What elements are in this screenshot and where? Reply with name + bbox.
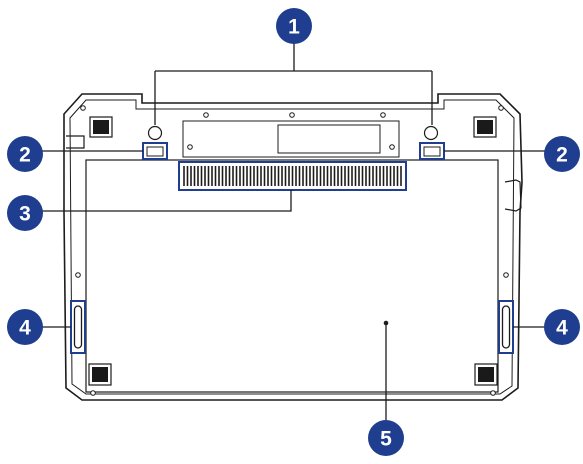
callout-number: 2 (19, 144, 31, 167)
leader-lines (42, 42, 545, 420)
speaker-left (70, 300, 86, 354)
side-port-left (66, 135, 85, 149)
speakers (70, 300, 514, 354)
callouts: 1 2 2 3 4 4 5 (7, 8, 580, 456)
vent-slats (183, 166, 402, 186)
callout-circle (7, 136, 43, 172)
callout-circle (368, 420, 404, 456)
rubber-feet (88, 116, 498, 386)
callout-circle (544, 136, 580, 172)
screw (187, 144, 193, 150)
screw (75, 272, 81, 278)
rubber-foot-bottom-right-core (478, 367, 494, 382)
speaker-left-grille (73, 305, 83, 349)
air-vent-right-inner (423, 146, 441, 157)
round-pad-left (147, 125, 163, 141)
callout-number: 1 (288, 16, 300, 39)
callout-2-left: 2 (7, 136, 43, 172)
round-pad-right (423, 125, 439, 141)
callout-number: 2 (556, 144, 568, 167)
screw (80, 105, 86, 111)
inner-shell (69, 99, 515, 395)
leader-line-3 (42, 190, 292, 212)
speaker-right-grille (501, 305, 511, 349)
screw (380, 112, 386, 118)
side-latch-right (504, 179, 522, 212)
label-plate (277, 124, 381, 154)
callout-5: 5 (368, 420, 404, 456)
screw (389, 144, 395, 150)
screw (289, 112, 295, 118)
round-pads (147, 125, 439, 141)
callout-number: 4 (19, 317, 31, 340)
callout-circle (7, 309, 43, 345)
callout-number: 3 (19, 203, 31, 226)
screw (490, 390, 496, 396)
callout-circle (7, 195, 43, 231)
rubber-foot-top-left-core (93, 120, 109, 134)
screws (75, 105, 509, 396)
callout-1: 1 (276, 8, 312, 44)
rubber-foot-top-right-core (477, 120, 493, 134)
rubber-foot-bottom-left-core (92, 367, 108, 382)
screw (203, 112, 209, 118)
callout-number: 5 (380, 428, 392, 451)
callout-2-right: 2 (544, 136, 580, 172)
leader-line-1 (154, 42, 433, 125)
screw (503, 272, 509, 278)
speaker-right (498, 300, 514, 354)
callout-4-left: 4 (7, 309, 43, 345)
bottom-panel (85, 159, 499, 393)
callout-3: 3 (7, 195, 43, 231)
screw (90, 390, 96, 396)
outer-shell (63, 93, 523, 401)
upper-compartment (182, 120, 400, 158)
callout-4-right: 4 (544, 309, 580, 345)
main-vent (178, 161, 407, 191)
screw (498, 105, 504, 111)
laptop-body (63, 93, 523, 401)
callout-number: 4 (556, 317, 568, 340)
callout-circle (276, 8, 312, 44)
callout-circle (544, 309, 580, 345)
air-vent-left-inner (146, 146, 164, 157)
